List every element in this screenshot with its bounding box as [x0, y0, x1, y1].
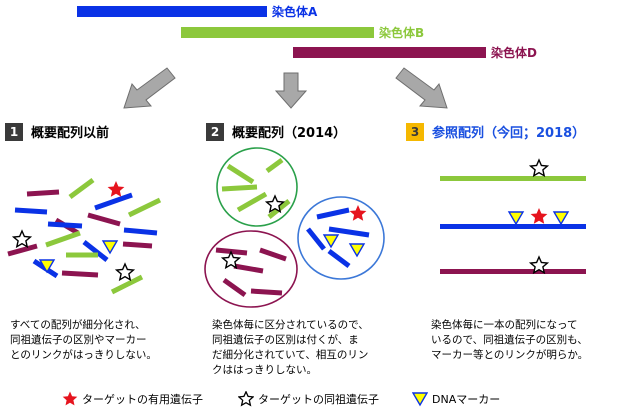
- fragment-a: [306, 227, 326, 251]
- outline-star-icon: [220, 250, 242, 270]
- fragment-a: [82, 240, 109, 262]
- fragment-b: [68, 177, 95, 200]
- fragment-b: [221, 184, 258, 192]
- legend-homeolog-label: ターゲットの同祖遺伝子: [258, 393, 379, 406]
- yellow-triangle-icon: [348, 243, 366, 258]
- reference-b: [440, 176, 586, 181]
- yellow-triangle-icon: [507, 211, 525, 226]
- arrow-to-panel-3: [395, 67, 448, 109]
- fragment-b: [127, 197, 162, 218]
- panel-2-grouped-diagram: [204, 147, 385, 308]
- panel-3-caption-line: 染色体毎に一本の配列になって: [431, 319, 578, 331]
- fragment-d: [259, 247, 287, 262]
- panel-1-fragments-diagram: [7, 177, 162, 295]
- panel-2-caption-line: 染色体毎に区分されているので、: [212, 319, 369, 331]
- panel-1-caption-line: すべての配列が細分化され、: [10, 319, 146, 331]
- fragment-a: [316, 207, 350, 220]
- chromosome-bar-b: [181, 27, 374, 38]
- chromosome-bar-a: [77, 6, 267, 17]
- red-star-icon: [530, 208, 548, 224]
- red-star-icon: [62, 391, 78, 406]
- fragment-b: [226, 163, 255, 185]
- panel-3-title: 参照配列（今回；2018）: [432, 126, 586, 141]
- red-star-icon: [349, 205, 367, 221]
- outline-star-icon: [264, 194, 286, 214]
- yellow-triangle-icon: [101, 240, 119, 255]
- panel-3-reference-diagram: [440, 158, 586, 275]
- fragment-b: [236, 191, 268, 213]
- yellow-triangle-icon: [38, 259, 56, 274]
- panel-2-caption-line: 同祖遺伝子の区別は付くが、ま: [212, 334, 359, 346]
- arrow-to-panel-1: [123, 67, 176, 109]
- chromosome-d-group: [204, 230, 298, 308]
- outline-star-icon: [114, 262, 136, 282]
- fragment-d: [233, 263, 264, 274]
- fragment-d: [7, 243, 38, 257]
- legend-dna-marker: DNAマーカー: [412, 391, 500, 407]
- legend-useful-gene: ターゲットの有用遺伝子: [62, 391, 203, 407]
- outline-star-icon: [238, 391, 254, 407]
- panel-3-header: 3 参照配列（今回；2018）: [406, 122, 585, 141]
- yellow-triangle-icon: [552, 211, 570, 226]
- panel-3-caption: 染色体毎に一本の配列になって いるので、同祖遺伝子の区別も、 マーカー等とのリン…: [431, 318, 616, 363]
- panel-2-caption-line: クははっきりしない。: [212, 364, 317, 376]
- yellow-triangle-icon: [412, 392, 428, 407]
- panel-2-caption-line: だ細分化されていて、相互のリン: [212, 349, 369, 361]
- fragment-a: [14, 207, 48, 215]
- panel-1-caption: すべての配列が細分化され、 同祖遺伝子の区別やマーカー とのリンクがはっきりしな…: [10, 318, 205, 363]
- chromosome-b-label: 染色体B: [379, 26, 425, 40]
- chromosome-a-group: [297, 196, 385, 280]
- outline-star-icon: [11, 229, 33, 249]
- legend-useful-gene-label: ターゲットの有用遺伝子: [82, 393, 203, 406]
- fragment-d: [61, 270, 99, 278]
- panel-2-number: 2: [206, 122, 224, 141]
- fragment-d: [122, 241, 153, 249]
- fragment-d: [87, 212, 121, 227]
- arrow-to-panel-2: [274, 72, 308, 109]
- fragment-d: [26, 189, 60, 197]
- panel-3-number: 3: [406, 122, 424, 141]
- fragment-a: [47, 221, 83, 229]
- outline-star-icon: [528, 158, 550, 178]
- chromosome-bar-d: [293, 47, 486, 58]
- red-star-icon: [107, 181, 125, 197]
- reference-d: [440, 269, 586, 274]
- chromosome-a-label: 染色体A: [272, 5, 318, 19]
- panel-2-header: 2 概要配列（2014）: [206, 122, 346, 141]
- fragment-a: [328, 226, 370, 238]
- panel-3-caption-line: マーカー等とのリンクが明らか。: [431, 349, 589, 361]
- fragment-a: [94, 192, 133, 211]
- fragment-b: [265, 157, 284, 174]
- panel-1-number: 1: [5, 122, 23, 141]
- panel-2-title: 概要配列（2014）: [232, 126, 347, 141]
- fragment-b: [45, 230, 81, 248]
- chromosome-b-group: [216, 147, 298, 227]
- panel-1-caption-line: とのリンクがはっきりしない。: [10, 349, 157, 361]
- fragment-a: [327, 249, 351, 268]
- outline-star-icon: [528, 255, 550, 275]
- fragment-d: [222, 277, 247, 298]
- fragment-d: [250, 288, 283, 296]
- panel-1-caption-line: 同祖遺伝子の区別やマーカー: [10, 334, 147, 346]
- panel-1-title: 概要配列以前: [31, 126, 110, 141]
- legend-homeolog: ターゲットの同祖遺伝子: [238, 391, 379, 407]
- reference-a: [440, 224, 586, 229]
- panel-1-header: 1 概要配列以前: [5, 122, 109, 141]
- panel-2-caption: 染色体毎に区分されているので、 同祖遺伝子の区別は付くが、ま だ細分化されていて…: [212, 318, 412, 378]
- fragment-b: [110, 274, 144, 295]
- yellow-triangle-icon: [322, 234, 340, 249]
- chromosome-d-label: 染色体D: [491, 46, 537, 60]
- panel-3-caption-line: いるので、同祖遺伝子の区別も、: [431, 334, 588, 346]
- legend-dna-marker-label: DNAマーカー: [432, 393, 501, 406]
- fragment-a: [123, 227, 158, 236]
